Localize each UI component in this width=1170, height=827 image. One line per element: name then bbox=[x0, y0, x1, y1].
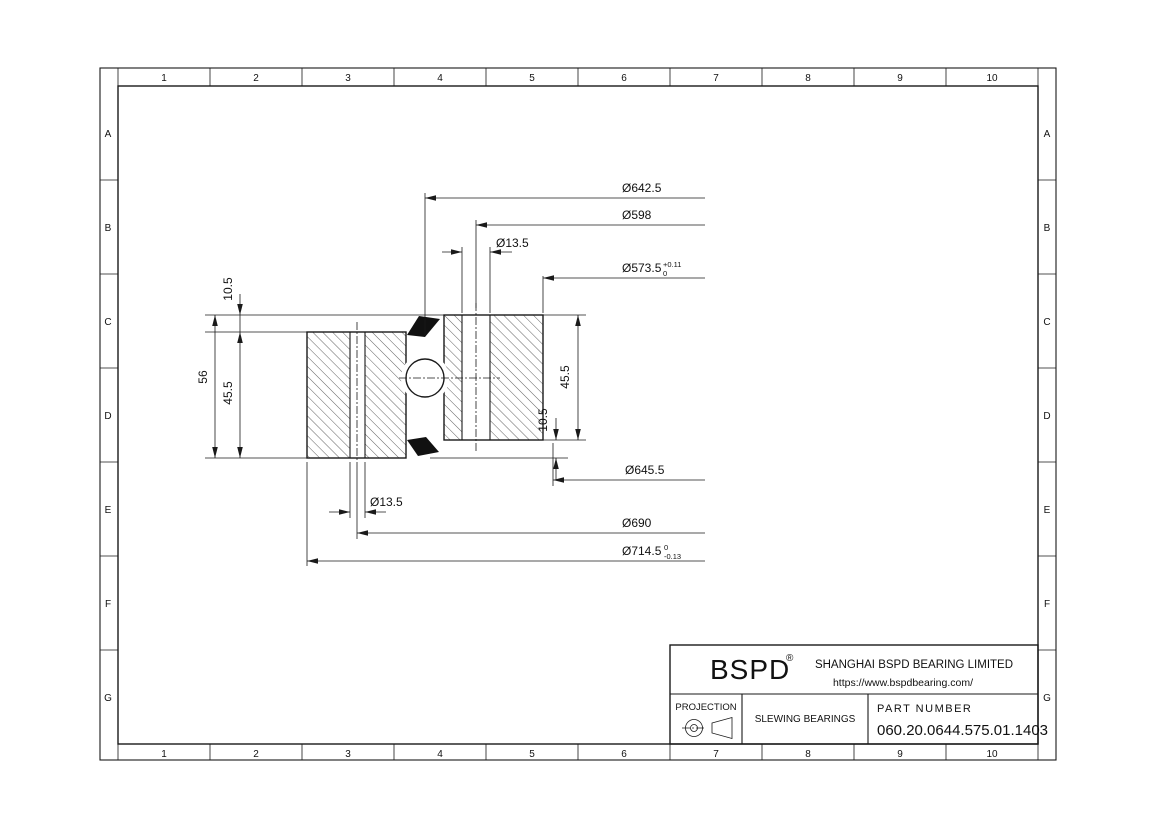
outer-ring-section bbox=[306, 331, 407, 459]
dimension-dia-642-5: Ø642.5 bbox=[424, 181, 705, 335]
product-category: SLEWING BEARINGS bbox=[755, 714, 856, 725]
title-block: BSPD ® SHANGHAI BSPD BEARING LIMITED htt… bbox=[669, 644, 1048, 745]
dimension-right-heights: 45.5 10.5 bbox=[430, 314, 586, 480]
grid-row-label: C bbox=[1043, 317, 1050, 328]
seal-top bbox=[407, 316, 440, 337]
dim-label-45-5-left: 45.5 bbox=[221, 381, 235, 405]
zone-ticks-top bbox=[117, 68, 1039, 86]
grid-col-label: 9 bbox=[897, 73, 903, 84]
grid-col-label: 3 bbox=[345, 749, 351, 760]
dimension-dia-690: Ø690 bbox=[356, 470, 705, 539]
dimension-left-heights: 10.5 56 45.5 bbox=[196, 277, 444, 459]
dim-label-dia-714-5: Ø714.5 bbox=[622, 544, 662, 558]
grid-col-label: 8 bbox=[805, 73, 811, 84]
dim-label-10-5-right: 10.5 bbox=[536, 408, 550, 432]
dimension-dia-13-5-top: Ø13.5 bbox=[442, 236, 529, 313]
dimension-dia-598: Ø598 bbox=[475, 208, 705, 308]
dim-label-dia-690: Ø690 bbox=[622, 516, 652, 530]
zone-ticks-left bbox=[100, 179, 118, 651]
dim-label-dia-598: Ø598 bbox=[622, 208, 652, 222]
grid-row-label: A bbox=[105, 129, 112, 140]
company-website: https://www.bspdbearing.com/ bbox=[833, 677, 973, 689]
grid-col-label: 9 bbox=[897, 749, 903, 760]
grid-row-label: E bbox=[105, 505, 112, 516]
first-angle-projection-icon bbox=[682, 716, 733, 740]
grid-col-label: 6 bbox=[621, 73, 627, 84]
zone-ticks-bottom bbox=[117, 744, 1039, 760]
registered-mark: ® bbox=[786, 653, 794, 664]
grid-col-label: 4 bbox=[437, 749, 443, 760]
dim-label-dia-642-5: Ø642.5 bbox=[622, 181, 662, 195]
grid-row-label: A bbox=[1044, 129, 1051, 140]
grid-row-label: B bbox=[105, 223, 112, 234]
grid-col-label: 6 bbox=[621, 749, 627, 760]
grid-ref-columns-top: 1 2 3 4 5 6 7 8 9 10 bbox=[161, 73, 998, 84]
dim-tol-lower: 0 bbox=[663, 269, 667, 278]
company-name: SHANGHAI BSPD BEARING LIMITED bbox=[815, 659, 1013, 671]
grid-row-label: F bbox=[1044, 599, 1050, 610]
grid-col-label: 4 bbox=[437, 73, 443, 84]
grid-col-label: 1 bbox=[161, 73, 167, 84]
grid-ref-rows-right: A B C D E F G bbox=[1043, 129, 1051, 704]
grid-col-label: 2 bbox=[253, 73, 259, 84]
dim-label-56: 56 bbox=[196, 370, 210, 384]
grid-col-label: 7 bbox=[713, 73, 719, 84]
mounting-hole-left bbox=[350, 332, 365, 458]
grid-row-label: B bbox=[1044, 223, 1051, 234]
part-number-value: 060.20.0644.575.01.1403 bbox=[877, 722, 1048, 739]
grid-col-label: 10 bbox=[986, 73, 998, 84]
grid-row-label: C bbox=[104, 317, 111, 328]
dim-tol-lower: -0.13 bbox=[664, 552, 681, 561]
dimension-dia-714-5: Ø714.5 0 -0.13 bbox=[306, 462, 705, 566]
seal-bottom bbox=[407, 437, 439, 456]
grid-ref-columns-bottom: 1 2 3 4 5 6 7 8 9 10 bbox=[161, 749, 998, 760]
grid-row-label: D bbox=[1043, 411, 1050, 422]
grid-col-label: 2 bbox=[253, 749, 259, 760]
dimension-dia-13-5-bottom: Ø13.5 bbox=[329, 462, 403, 518]
dim-label-dia-645-5: Ø645.5 bbox=[625, 463, 665, 477]
grid-row-label: D bbox=[104, 411, 111, 422]
grid-col-label: 7 bbox=[713, 749, 719, 760]
dimension-dia-645-5: Ø645.5 bbox=[552, 443, 705, 486]
grid-col-label: 3 bbox=[345, 73, 351, 84]
grid-col-label: 5 bbox=[529, 749, 535, 760]
part-number-label: PART NUMBER bbox=[877, 703, 972, 715]
inner-ring-section bbox=[443, 314, 544, 441]
grid-col-label: 5 bbox=[529, 73, 535, 84]
grid-row-label: G bbox=[1043, 693, 1051, 704]
bearing-section-view bbox=[306, 303, 544, 470]
dim-tol-upper: +0.11 bbox=[663, 260, 681, 269]
brand-logo: BSPD bbox=[710, 654, 790, 685]
zone-ticks-right bbox=[1038, 179, 1056, 651]
dim-label-dia-13-5-bottom: Ø13.5 bbox=[370, 495, 403, 509]
grid-col-label: 10 bbox=[986, 749, 998, 760]
dim-tol-upper: 0 bbox=[664, 543, 668, 552]
dim-label-dia-13-5-top: Ø13.5 bbox=[496, 236, 529, 250]
dim-label-dia-573-5: Ø573.5 bbox=[622, 261, 662, 275]
sheet-border bbox=[99, 67, 1057, 761]
grid-col-label: 8 bbox=[805, 749, 811, 760]
grid-row-label: E bbox=[1044, 505, 1051, 516]
dim-label-45-5-right: 45.5 bbox=[558, 365, 572, 389]
grid-ref-rows-left: A B C D E F G bbox=[104, 129, 112, 704]
dimension-dia-573-5: Ø573.5 +0.11 0 bbox=[542, 260, 705, 313]
grid-row-label: F bbox=[105, 599, 111, 610]
grid-row-label: G bbox=[104, 693, 112, 704]
projection-label: PROJECTION bbox=[675, 702, 736, 713]
grid-col-label: 1 bbox=[161, 749, 167, 760]
dim-label-10-5-left: 10.5 bbox=[221, 277, 235, 301]
